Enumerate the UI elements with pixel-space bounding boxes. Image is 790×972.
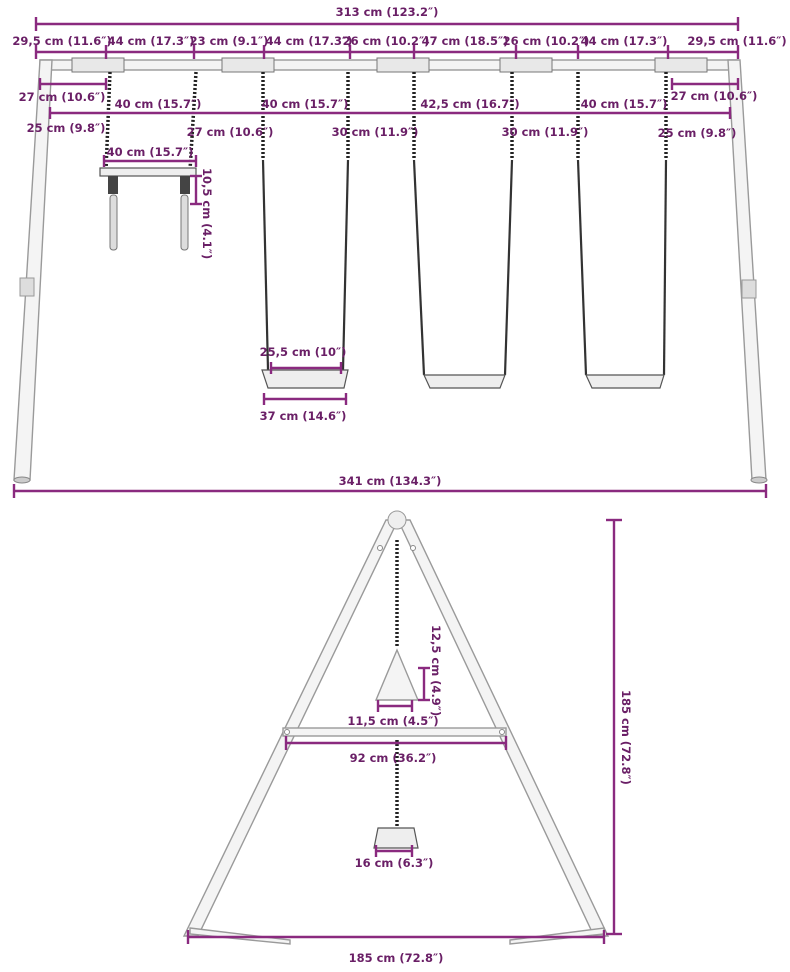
front-view-frame [13, 57, 768, 484]
segment-label-2: 44 cm (17.3″) [108, 34, 195, 48]
beam-bracket-4 [499, 57, 553, 73]
crossbar-label: 92 cm (36.2″) [350, 751, 437, 765]
ring-width-label: 11,5 cm (4.5″) [347, 714, 438, 728]
spacing-label-4: 40 cm (15.7″) [581, 97, 668, 111]
spacing-label-2: 40 cm (15.7″) [262, 97, 349, 111]
left-end-label: 27 cm (10.6″) [19, 90, 106, 104]
lower-label-3: 30 cm (11.9″) [332, 125, 419, 139]
trapeze-bar [99, 167, 197, 177]
ring-height-label: 12,5 cm (4.9″) [429, 625, 443, 716]
beam-bracket-2 [221, 57, 275, 73]
lower-label-2: 27 cm (10.6″) [187, 125, 274, 139]
trapeze-handle-left [109, 194, 118, 251]
left-leg-joint [19, 277, 35, 297]
side-base-label: 185 cm (72.8″) [349, 951, 444, 965]
trapeze-handle-right [180, 194, 189, 251]
seat-inner-label: 25,5 cm (10″) [260, 345, 347, 359]
segment-label-5: 26 cm (10.2″) [343, 34, 430, 48]
trapeze-spring-left [108, 176, 118, 194]
seat-outer-label: 37 cm (14.6″) [260, 409, 347, 423]
spacing-label-3: 42,5 cm (16.7″) [420, 97, 519, 111]
spacing-label-1: 40 cm (15.7″) [115, 97, 202, 111]
trapeze-spring-right [180, 176, 190, 194]
right-leg [727, 59, 767, 481]
lower-label-1: 25 cm (9.8″) [27, 121, 106, 135]
segment-label-7: 26 cm (10.2″) [503, 34, 590, 48]
segment-label-4: 44 cm (17.3″) [266, 34, 353, 48]
side-view-frame [182, 510, 610, 945]
segment-label-1: 29,5 cm (11.6″) [12, 34, 111, 48]
lower-label-4: 30 cm (11.9″) [502, 125, 589, 139]
seat-swing-1 [261, 72, 350, 389]
trapeze-width-label: 40 cm (15.7″) [107, 145, 194, 159]
seat-swing-2 [412, 72, 514, 389]
segment-label-3: 23 cm (9.1″) [190, 34, 269, 48]
beam-bracket-5 [654, 57, 708, 73]
seat-swing-3 [576, 72, 668, 389]
side-seat [373, 827, 419, 849]
apex-cap [387, 510, 407, 530]
total-top-label: 313 cm (123.2″) [336, 5, 439, 19]
beam-bracket-3 [376, 57, 430, 73]
side-height-label: 185 cm (72.8″) [619, 690, 633, 785]
segment-label-6: 47 cm (18.5″) [422, 34, 509, 48]
trapeze-ring [374, 648, 420, 701]
side-seat-label: 16 cm (6.3″) [355, 856, 434, 870]
trapeze-swing [99, 71, 198, 251]
right-end-label: 27 cm (10.6″) [671, 89, 758, 103]
lower-label-5: 25 cm (9.8″) [658, 126, 737, 140]
trapeze-height-label: 10,5 cm (4.1″) [200, 168, 214, 259]
beam-bracket-1 [71, 57, 125, 73]
segment-label-9: 29,5 cm (11.6″) [687, 34, 786, 48]
side-crossbar [282, 727, 507, 737]
total-width-label: 341 cm (134.3″) [339, 474, 442, 488]
right-leg-joint [741, 279, 757, 299]
segment-label-8: 44 cm (17.3″) [581, 34, 668, 48]
right-foot-cap [750, 476, 768, 484]
left-foot-cap [13, 476, 31, 484]
